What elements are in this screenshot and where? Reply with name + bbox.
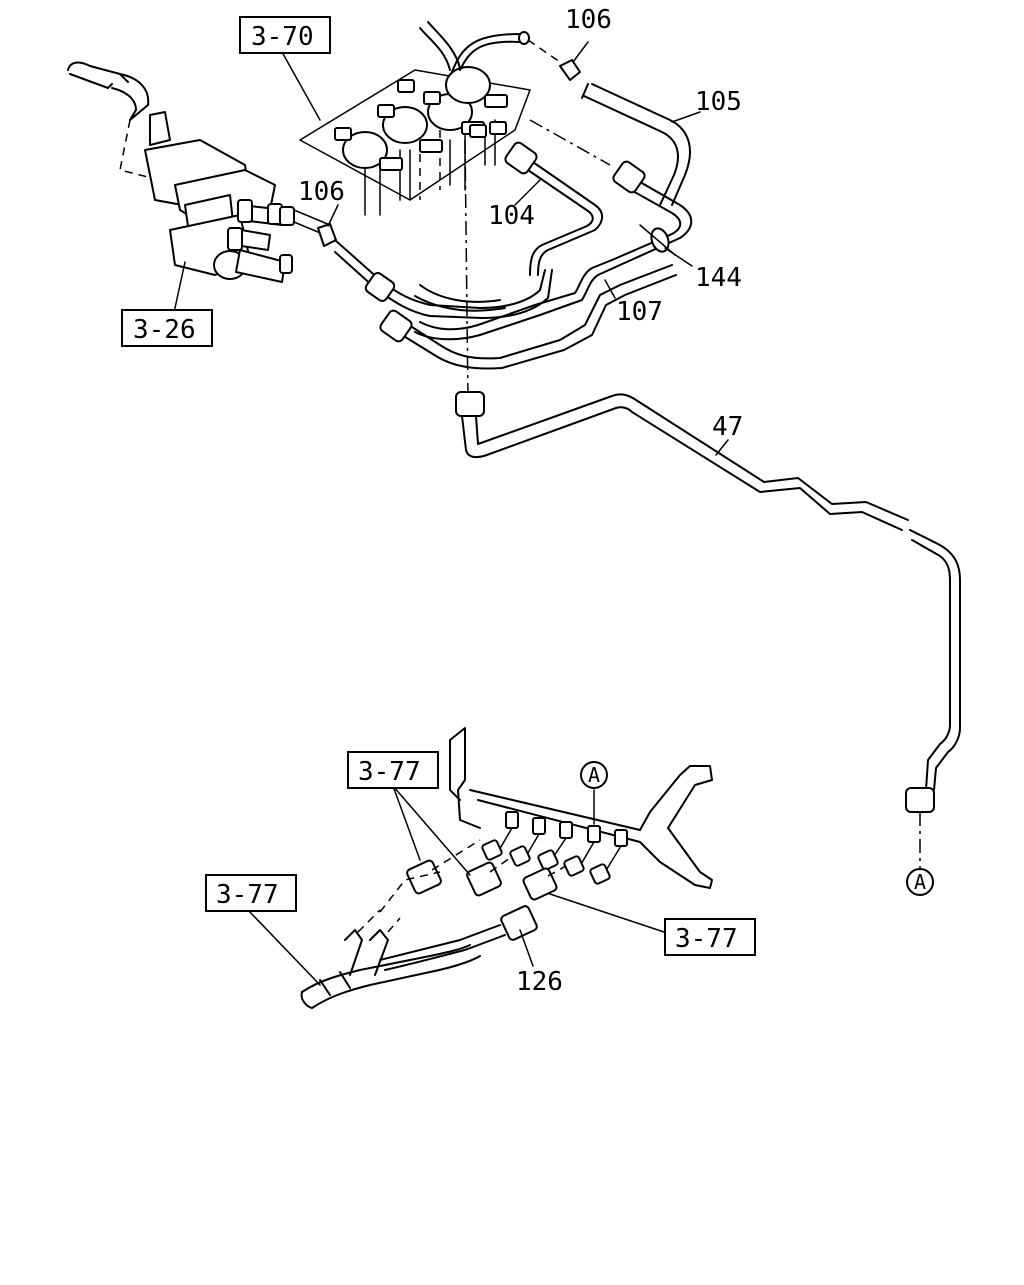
manifold-plate [299,69,531,216]
part-number-104: 104 [488,201,535,231]
pump-fittings [227,199,331,274]
pipe-107 [379,160,693,370]
part-number-106-left: 106 [298,177,345,207]
ref-label-3-77-top: 3-77 [358,757,421,787]
top-hoses [419,21,561,73]
part-number-105: 105 [695,87,742,117]
marker-a-bottom-label: A [588,763,600,787]
ref-box-3-70: 3-70 [239,16,331,54]
frame-rail [449,727,713,889]
marker-a-pipe-end: A [906,868,934,896]
centerline-vertical [464,139,469,401]
marker-a-bottom-assembly: A [580,761,608,789]
part-number-144: 144 [695,263,742,293]
leak-off-hoses [406,839,611,941]
pipe-lower-loop [334,239,553,319]
return-lines [300,871,506,1009]
ref-label-3-26: 3-26 [133,315,196,345]
callout-lines [169,51,665,986]
pipe-104 [504,141,604,276]
part-number-47: 47 [712,412,743,442]
ref-label-3-77-right: 3-77 [675,924,738,954]
pump-body [67,61,286,283]
ref-box-3-77-left: 3-77 [205,874,297,912]
injector-connectors [497,811,628,873]
clip-106-top [559,41,589,81]
hose-105 [581,83,701,206]
centerline-105 [529,119,611,166]
ref-label-3-70: 3-70 [251,22,314,52]
ref-box-3-77-right: 3-77 [664,918,756,956]
ref-label-3-77-left: 3-77 [216,880,279,910]
part-number-106-top: 106 [565,5,612,35]
pipe-47-end-nut [905,787,935,868]
clip-144 [639,224,693,267]
marker-a-right-label: A [914,870,926,894]
pipe-47 [455,391,961,791]
part-number-126: 126 [516,967,563,997]
valve-cluster [334,66,508,171]
part-number-107: 107 [616,297,663,327]
ref-box-3-26: 3-26 [121,309,213,347]
ref-box-3-77-top: 3-77 [347,751,439,789]
